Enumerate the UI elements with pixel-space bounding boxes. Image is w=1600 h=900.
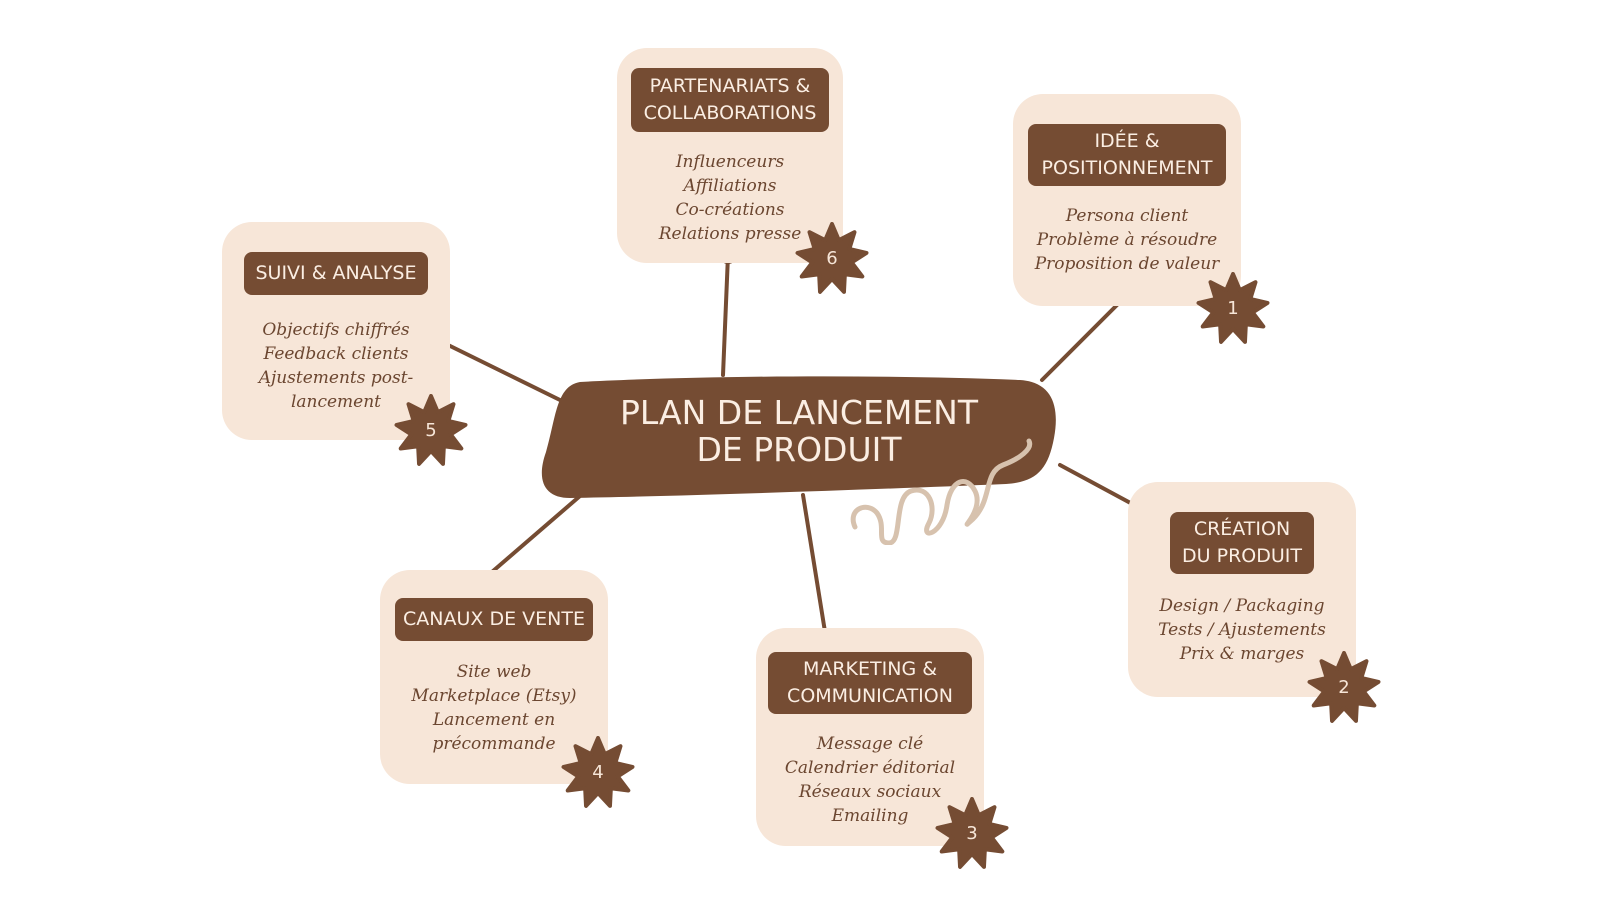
number-badge-5: 5 bbox=[394, 394, 468, 468]
node-title-3-line-1: MARKETING & bbox=[802, 658, 938, 680]
node-4-item-3: Lancement en bbox=[432, 710, 556, 730]
node-6-item-1: Influenceurs bbox=[675, 152, 785, 172]
node-6-item-2: Affiliations bbox=[683, 176, 777, 196]
node-title-3: MARKETING & COMMUNICATION bbox=[768, 652, 972, 714]
node-5-item-1: Objectifs chiffrés bbox=[262, 320, 410, 340]
number-badge-3: 3 bbox=[935, 797, 1009, 871]
node-2-item-1: Design / Packaging bbox=[1159, 596, 1325, 616]
node-title-2-line-2: DU PRODUIT bbox=[1182, 545, 1302, 567]
starburst-icon bbox=[394, 394, 468, 466]
node-title-1-line-1: IDÉE & bbox=[1094, 130, 1160, 152]
number-badge-3-label: 3 bbox=[966, 823, 978, 844]
node-card-3: MARKETING & COMMUNICATION Message clé Ca… bbox=[756, 628, 984, 846]
node-items-2: Design / Packaging Tests / Ajustements P… bbox=[1128, 594, 1356, 666]
node-card-1: IDÉE & POSITIONNEMENT Persona client Pro… bbox=[1013, 94, 1241, 306]
node-title-6-line-2: COLLABORATIONS bbox=[643, 102, 817, 124]
node-5-item-4: lancement bbox=[290, 392, 382, 412]
number-badge-6-label: 6 bbox=[826, 248, 838, 269]
node-3-item-1: Message clé bbox=[816, 734, 924, 754]
number-badge-6: 6 bbox=[795, 222, 869, 296]
connector-3 bbox=[801, 493, 828, 640]
number-badge-2: 2 bbox=[1307, 651, 1381, 725]
node-card-4: CANAUX DE VENTE Site web Marketplace (Et… bbox=[380, 570, 608, 784]
connector-6 bbox=[721, 253, 730, 377]
node-2-item-2: Tests / Ajustements bbox=[1158, 620, 1326, 640]
node-items-4: Site web Marketplace (Etsy) Lancement en… bbox=[380, 660, 608, 756]
starburst-icon bbox=[1196, 272, 1270, 344]
node-3-item-4: Emailing bbox=[831, 806, 909, 826]
connector-4 bbox=[476, 494, 582, 586]
node-6-item-4: Relations presse bbox=[658, 224, 802, 244]
node-items-3: Message clé Calendrier éditorial Réseaux… bbox=[756, 732, 984, 828]
node-card-6: PARTENARIATS & COLLABORATIONS Influenceu… bbox=[617, 48, 843, 263]
number-badge-1-label: 1 bbox=[1227, 298, 1239, 319]
node-items-5: Objectifs chiffrés Feedback clients Ajus… bbox=[222, 318, 450, 414]
central-title-line-2: DE PRODUIT bbox=[696, 430, 902, 469]
node-title-1-line-2: POSITIONNEMENT bbox=[1041, 157, 1213, 179]
number-badge-4-label: 4 bbox=[592, 762, 604, 783]
connector-5 bbox=[438, 339, 564, 403]
node-items-6: Influenceurs Affiliations Co-créations R… bbox=[617, 150, 843, 246]
node-4-item-2: Marketplace (Etsy) bbox=[411, 686, 577, 706]
node-title-5-line-1: SUIVI & ANALYSE bbox=[255, 262, 417, 284]
node-title-4-line-1: CANAUX DE VENTE bbox=[403, 608, 585, 630]
node-3-item-2: Calendrier éditorial bbox=[784, 758, 956, 778]
connector-1 bbox=[1040, 292, 1130, 382]
central-title: PLAN DE LANCEMENT DE PRODUIT bbox=[540, 394, 1058, 468]
node-title-6: PARTENARIATS & COLLABORATIONS bbox=[631, 68, 829, 132]
node-4-item-4: précommande bbox=[432, 734, 556, 754]
decorative-swirl bbox=[850, 438, 1033, 545]
node-3-item-3: Réseaux sociaux bbox=[798, 782, 942, 802]
node-5-item-3: Ajustements post- bbox=[258, 368, 414, 388]
node-title-3-line-2: COMMUNICATION bbox=[787, 685, 953, 707]
starburst-icon bbox=[1307, 651, 1381, 723]
node-title-2: CRÉATION DU PRODUIT bbox=[1170, 512, 1314, 574]
node-card-5: SUIVI & ANALYSE Objectifs chiffrés Feedb… bbox=[222, 222, 450, 440]
starburst-icon bbox=[561, 736, 635, 808]
node-title-2-line-1: CRÉATION bbox=[1193, 518, 1291, 540]
node-1-item-3: Proposition de valeur bbox=[1034, 254, 1220, 274]
number-badge-2-label: 2 bbox=[1338, 677, 1350, 698]
node-title-4: CANAUX DE VENTE bbox=[395, 598, 593, 641]
central-blob-shape bbox=[541, 376, 1056, 498]
node-card-2: CRÉATION DU PRODUIT Design / Packaging T… bbox=[1128, 482, 1356, 697]
node-2-item-3: Prix & marges bbox=[1179, 644, 1305, 664]
node-1-item-1: Persona client bbox=[1065, 206, 1189, 226]
number-badge-4: 4 bbox=[561, 736, 635, 810]
node-4-item-1: Site web bbox=[456, 662, 532, 682]
node-items-1: Persona client Problème à résoudre Propo… bbox=[1013, 204, 1241, 276]
central-topic: PLAN DE LANCEMENT DE PRODUIT bbox=[540, 372, 1058, 498]
node-title-1: IDÉE & POSITIONNEMENT bbox=[1028, 124, 1226, 186]
starburst-icon bbox=[935, 797, 1009, 869]
number-badge-1: 1 bbox=[1196, 272, 1270, 346]
node-5-item-2: Feedback clients bbox=[263, 344, 409, 364]
node-6-item-3: Co-créations bbox=[675, 200, 785, 220]
node-title-5: SUIVI & ANALYSE bbox=[244, 252, 428, 295]
number-badge-5-label: 5 bbox=[425, 420, 437, 441]
node-1-item-2: Problème à résoudre bbox=[1036, 230, 1218, 250]
node-title-6-line-1: PARTENARIATS & bbox=[649, 75, 811, 97]
starburst-icon bbox=[795, 222, 869, 294]
central-title-line-1: PLAN DE LANCEMENT bbox=[619, 393, 978, 432]
